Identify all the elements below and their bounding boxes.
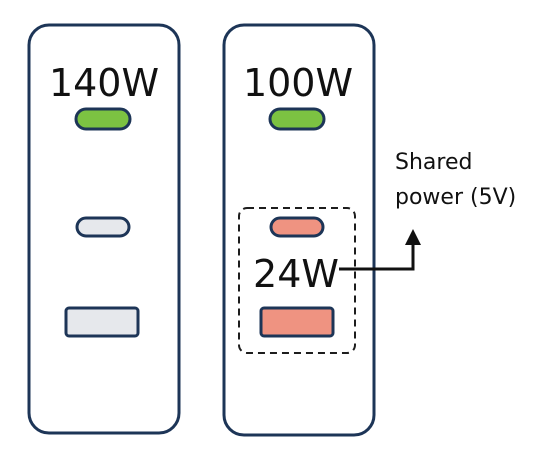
usb-a-port-shared — [259, 306, 335, 338]
wattage-label-140w: 140W — [49, 61, 159, 105]
usb-c-port-unused-left — [75, 216, 131, 238]
wattage-label-100w: 100W — [243, 61, 353, 105]
usb-c-port-high-power-left — [74, 107, 132, 131]
arrowhead-icon — [405, 229, 421, 245]
shared-wattage-label: 24W — [253, 252, 339, 296]
shared-power-note-line-1: Shared — [395, 150, 472, 175]
shared-power-note-line-2: power (5V) — [395, 185, 516, 210]
usb-c-port-shared — [269, 216, 325, 238]
shared-power-arrow — [339, 229, 421, 271]
usb-a-port-unused-left — [64, 306, 140, 338]
usb-c-port-high-power-right — [268, 107, 326, 131]
shared-power-group-outline — [238, 207, 356, 354]
